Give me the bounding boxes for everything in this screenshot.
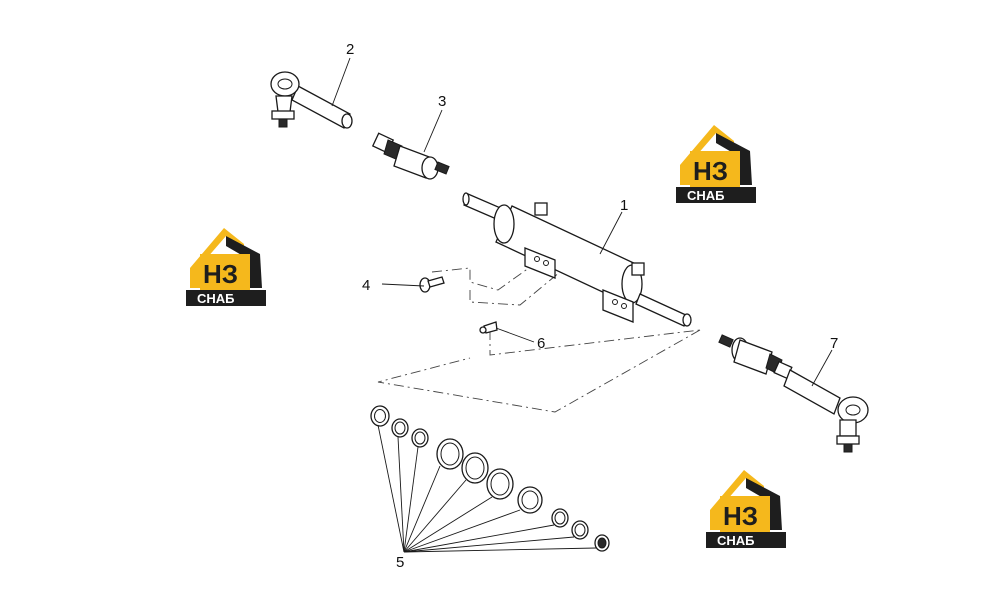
callout-3: 3 <box>438 93 446 110</box>
part-3-inner-joint <box>371 132 450 180</box>
part-2-tie-rod-end <box>270 71 353 129</box>
callout-7: 7 <box>830 335 838 352</box>
watermark-logo: НЗ СНАБ <box>186 228 266 306</box>
logo-subtitle: СНАБ <box>687 188 725 203</box>
assembly-lines <box>377 259 701 413</box>
logo-letters: НЗ <box>693 156 728 186</box>
part-5-seal-rings <box>370 405 610 552</box>
callout-2: 2 <box>346 41 354 58</box>
logo-subtitle: СНАБ <box>717 533 755 548</box>
part-1-cylinder <box>462 192 692 327</box>
leader-lines <box>331 57 833 553</box>
callout-5: 5 <box>396 554 404 571</box>
callout-4: 4 <box>362 277 370 294</box>
logo-subtitle: СНАБ <box>197 291 235 306</box>
logo-letters: НЗ <box>203 259 238 289</box>
callout-6: 6 <box>537 335 545 352</box>
callout-1: 1 <box>620 197 628 214</box>
part-6-grease-nipple <box>479 321 498 334</box>
watermark-logo: НЗ СНАБ <box>706 470 786 548</box>
part-4-bolt <box>419 276 445 293</box>
logo-letters: НЗ <box>723 501 758 531</box>
watermark-logo: НЗ СНАБ <box>676 125 756 203</box>
part-7-tie-rod-assembly <box>718 334 869 453</box>
